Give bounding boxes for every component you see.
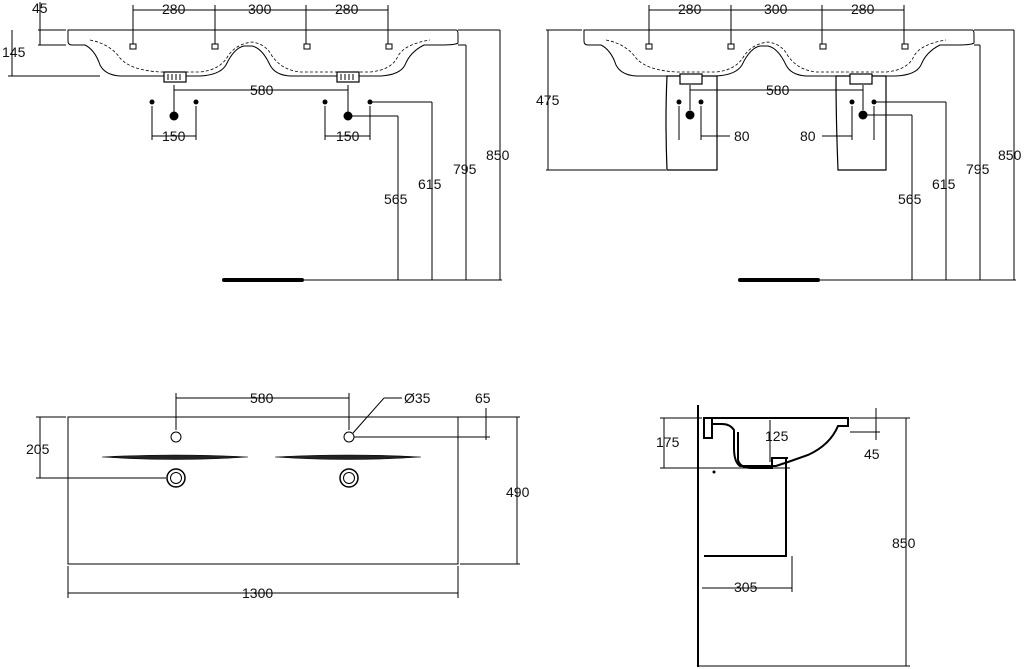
dim-305: 305	[734, 579, 758, 595]
dim-300: 300	[248, 1, 272, 17]
dim-795: 795	[453, 161, 477, 177]
basin-plan-outline	[67, 416, 459, 565]
dim-65: 65	[475, 390, 491, 406]
dim-80-right: 80	[800, 128, 816, 144]
basin-outline	[67, 29, 459, 77]
dim-615-2: 615	[932, 176, 956, 192]
dim-300-2: 300	[764, 1, 788, 17]
dim-565-2: 565	[898, 191, 922, 207]
side-view: 175 125 45 850 305	[656, 405, 916, 667]
dim-45: 45	[32, 0, 48, 16]
dim-580-plan: 580	[250, 390, 274, 406]
dim-1300: 1300	[242, 585, 273, 601]
dim-280-left: 280	[162, 1, 186, 17]
dim-145: 145	[2, 44, 26, 60]
dim-280-right: 280	[335, 1, 359, 17]
dim-615: 615	[418, 176, 442, 192]
dim-diameter-35: Ø35	[404, 390, 431, 406]
dim-850-2: 850	[998, 147, 1022, 163]
dim-850-side: 850	[892, 535, 916, 551]
dim-580-2: 580	[766, 82, 790, 98]
dim-850: 850	[486, 147, 510, 163]
dim-475: 475	[536, 92, 560, 108]
dim-280-left-2: 280	[678, 1, 702, 17]
dim-150-left: 150	[162, 128, 186, 144]
dim-565: 565	[384, 191, 408, 207]
dim-45-side: 45	[864, 446, 880, 462]
dim-125: 125	[765, 428, 789, 444]
front-view-with-pedestals: 280 300 280 475 580 80 80	[536, 1, 1022, 282]
basin-outline-2	[583, 29, 975, 77]
basin-section	[703, 417, 849, 467]
dim-795-2: 795	[966, 161, 990, 177]
dim-175: 175	[656, 434, 680, 450]
dim-280-right-2: 280	[851, 1, 875, 17]
dim-150-right: 150	[336, 128, 360, 144]
dim-580: 580	[250, 82, 274, 98]
front-view-wall-hung: 280 300 280 45 145 580 150 150	[2, 0, 510, 282]
dim-490: 490	[506, 484, 530, 500]
dim-205: 205	[26, 441, 50, 457]
dim-80-left: 80	[734, 128, 750, 144]
plan-view: 580 Ø35 65 205 490 1300	[26, 390, 530, 601]
